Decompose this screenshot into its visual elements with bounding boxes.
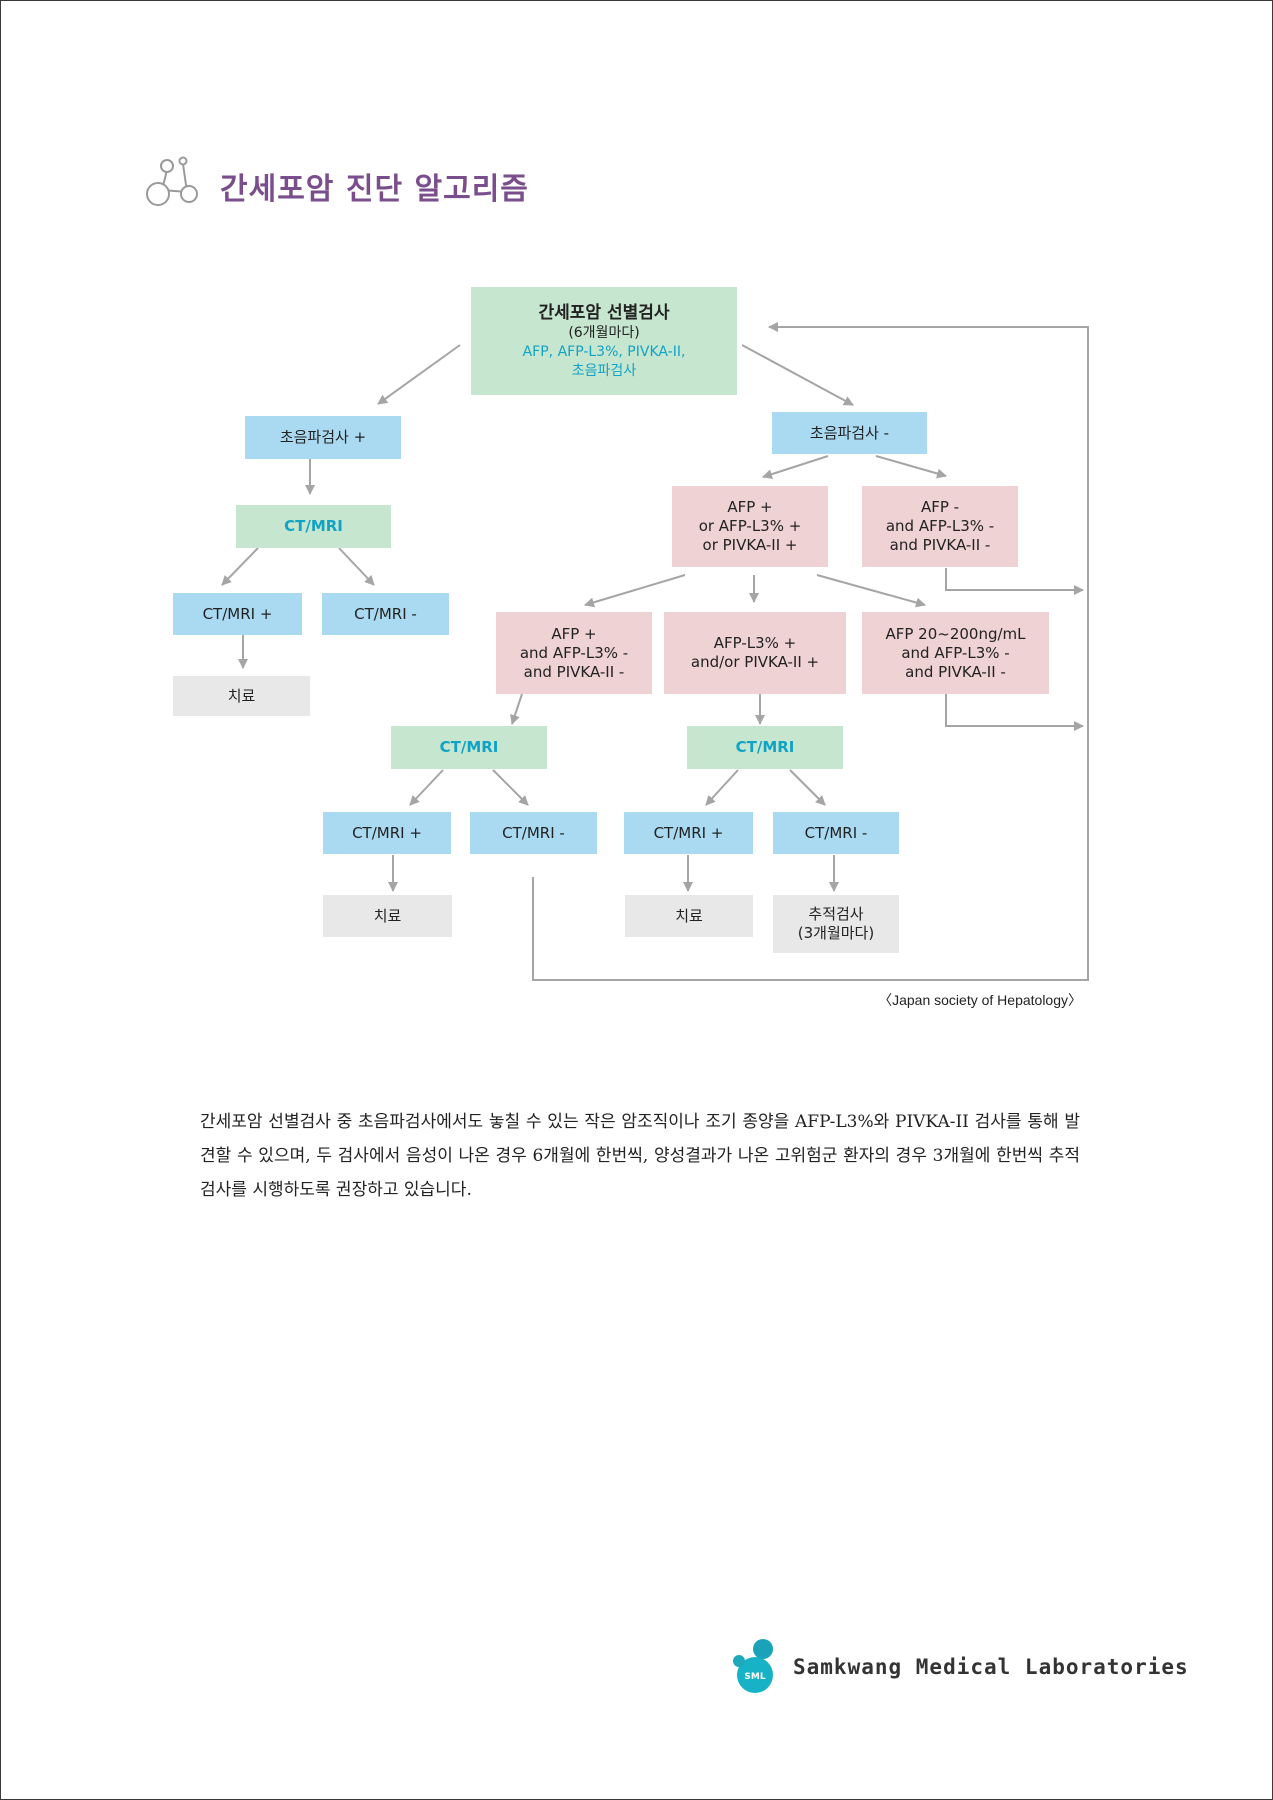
right-treatment-node: 치료	[625, 895, 753, 937]
mid-treatment-label: 치료	[373, 906, 402, 925]
afp-only-line1: AFP +	[551, 624, 597, 643]
marker-negative-line2: and AFP-L3% -	[885, 517, 995, 535]
marker-positive-node: AFP + or AFP-L3% + or PIVKA-II +	[672, 486, 828, 567]
right-ct-mri-label: CT/MRI	[735, 738, 795, 756]
mid-ct-mri-positive-node: CT/MRI +	[323, 812, 451, 854]
marker-positive-line1: AFP +	[727, 498, 773, 516]
followup-node: 추적검사 (3개월마다)	[773, 895, 899, 953]
mid-treatment-node: 치료	[323, 895, 452, 937]
left-treatment-label: 치료	[227, 686, 256, 705]
marker-positive-line2: or AFP-L3% +	[698, 517, 802, 535]
l3-pivka-line2: and/or PIVKA-II +	[690, 653, 820, 671]
right-ct-mri-negative-node: CT/MRI -	[773, 812, 899, 854]
ultrasound-negative-node: 초음파검사 -	[772, 412, 927, 454]
followup-label: 추적검사	[808, 905, 864, 923]
left-ct-mri-negative-node: CT/MRI -	[322, 593, 449, 635]
afp-range-line2: and AFP-L3% -	[901, 643, 1010, 662]
l3-pivka-node: AFP-L3% + and/or PIVKA-II +	[664, 612, 846, 694]
sml-logo-text: SML	[744, 1672, 765, 1682]
screening-tests-line2: 초음파검사	[571, 362, 637, 379]
afp-range-line1: AFP 20~200ng/mL	[885, 624, 1026, 643]
right-ct-mri-negative-label: CT/MRI -	[804, 823, 868, 842]
flowchart-connectors	[221, 322, 1089, 981]
left-ct-mri-positive-label: CT/MRI +	[202, 604, 273, 623]
page-title: 간세포암 진단 알고리즘	[220, 172, 529, 207]
l3-pivka-line1: AFP-L3% +	[713, 634, 797, 652]
marker-positive-line3: or PIVKA-II +	[702, 536, 798, 554]
company-name: Samkwang Medical Laboratories	[793, 1655, 1189, 1679]
ultrasound-positive-label: 초음파검사 +	[279, 428, 367, 446]
afp-only-line2: and AFP-L3% -	[519, 643, 629, 662]
marker-negative-line3: and PIVKA-II -	[889, 536, 991, 554]
right-treatment-label: 치료	[675, 906, 703, 925]
screening-tests-line1: AFP, AFP-L3%, PIVKA-II,	[522, 343, 686, 360]
left-ct-mri-label: CT/MRI	[284, 517, 343, 535]
left-ct-mri-positive-node: CT/MRI +	[173, 593, 302, 635]
sml-logo: SML	[733, 1639, 773, 1693]
mid-ct-mri-label: CT/MRI	[439, 738, 499, 756]
screening-node: 간세포암 선별검사 (6개월마다) AFP, AFP-L3%, PIVKA-II…	[471, 287, 737, 395]
left-ct-mri-node: CT/MRI	[236, 505, 391, 548]
left-ct-mri-negative-label: CT/MRI -	[354, 604, 417, 623]
marker-negative-line1: AFP -	[920, 498, 960, 516]
followup-interval: (3개월마다)	[797, 924, 875, 942]
right-ct-mri-positive-node: CT/MRI +	[624, 812, 753, 854]
ultrasound-negative-label: 초음파검사 -	[809, 423, 890, 442]
ultrasound-positive-node: 초음파검사 +	[245, 416, 401, 459]
right-ct-mri-node: CT/MRI	[687, 726, 843, 769]
marker-negative-node: AFP - and AFP-L3% - and PIVKA-II -	[862, 486, 1018, 567]
left-treatment-node: 치료	[173, 676, 310, 716]
mid-ct-mri-positive-label: CT/MRI +	[352, 823, 422, 842]
mid-ct-mri-node: CT/MRI	[391, 726, 547, 769]
screening-title: 간세포암 선별검사	[538, 302, 670, 323]
afp-range-line3: and PIVKA-II -	[905, 662, 1006, 681]
mid-ct-mri-negative-label: CT/MRI -	[502, 823, 565, 842]
screening-interval: (6개월마다)	[568, 324, 640, 341]
right-ct-mri-positive-label: CT/MRI +	[653, 823, 724, 842]
afp-only-node: AFP + and AFP-L3% - and PIVKA-II -	[496, 612, 652, 694]
afp-range-node: AFP 20~200ng/mL and AFP-L3% - and PIVKA-…	[862, 612, 1049, 694]
molecule-icon	[146, 156, 198, 206]
afp-only-line3: and PIVKA-II -	[523, 662, 625, 681]
citation: 〈Japan society of Hepatology〉	[878, 992, 1082, 1008]
body-paragraph: 간세포암 선별검사 중 초음파검사에서도 놓칠 수 있는 작은 암조직이나 조기…	[200, 1112, 1080, 1200]
mid-ct-mri-negative-node: CT/MRI -	[470, 812, 597, 854]
